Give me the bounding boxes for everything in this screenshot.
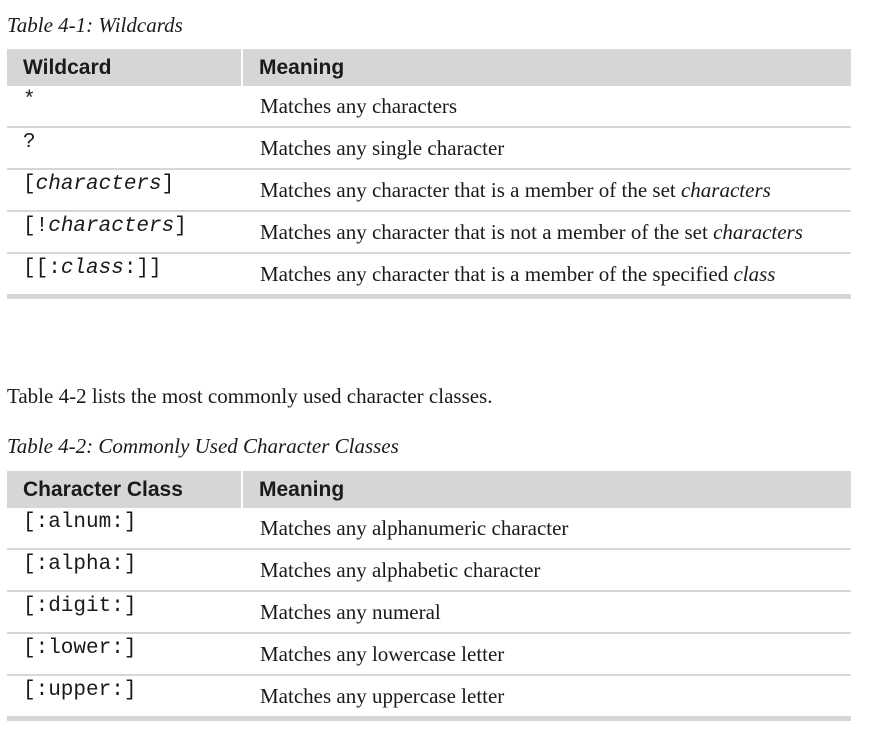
meaning-cell: Matches any characters xyxy=(242,86,851,128)
character-class-cell: [:digit:] xyxy=(7,591,242,634)
column-header-meaning: Meaning xyxy=(241,471,851,508)
meaning-cell: Matches any lowercase letter xyxy=(242,633,851,676)
character-classes-table: Character Class Meaning [:alnum:] Matche… xyxy=(7,471,851,721)
table-header-row: Character Class Meaning xyxy=(7,471,851,508)
wildcard-cell: [characters] xyxy=(7,169,242,212)
meaning-italic-text: class xyxy=(733,262,776,286)
column-header-wildcard: Wildcard xyxy=(7,49,242,86)
wildcard-italic-text: characters xyxy=(48,215,175,238)
table-row: * Matches any characters xyxy=(7,86,851,128)
wildcard-cell: [[:class:]] xyxy=(7,253,242,299)
meaning-text: Matches any character that is a member o… xyxy=(260,178,681,202)
wildcard-text: [[: xyxy=(23,257,61,280)
meaning-italic-text: characters xyxy=(680,178,771,202)
table-row: [characters] Matches any character that … xyxy=(7,169,851,212)
table-row: [:upper:] Matches any uppercase letter xyxy=(7,675,851,721)
column-header-meaning: Meaning xyxy=(241,49,851,86)
wildcard-text: [ xyxy=(23,173,36,196)
wildcard-text: ] xyxy=(174,215,187,238)
table-row: [:lower:] Matches any lowercase letter xyxy=(7,633,851,676)
table-row: [[:class:]] Matches any character that i… xyxy=(7,253,851,299)
wildcard-text: ? xyxy=(23,131,36,154)
table-row: [:alnum:] Matches any alphanumeric chara… xyxy=(7,508,851,550)
meaning-cell: Matches any character that is not a memb… xyxy=(242,211,851,254)
meaning-text: Matches any single character xyxy=(260,136,505,160)
wildcards-table: Wildcard Meaning * Matches any character… xyxy=(7,49,851,299)
wildcard-italic-text: class xyxy=(60,257,124,280)
wildcard-text: [! xyxy=(23,215,49,238)
wildcard-text: * xyxy=(23,89,36,112)
meaning-cell: Matches any alphabetic character xyxy=(242,549,851,592)
meaning-text: Matches any character that is not a memb… xyxy=(260,220,714,244)
wildcard-cell: [!characters] xyxy=(7,211,242,254)
character-class-cell: [:alnum:] xyxy=(7,508,242,550)
body-paragraph: Table 4-2 lists the most commonly used c… xyxy=(7,384,493,408)
meaning-italic-text: characters xyxy=(713,220,803,244)
meaning-cell: Matches any alphanumeric character xyxy=(242,508,851,550)
character-class-cell: [:lower:] xyxy=(7,633,242,676)
wildcard-cell: ? xyxy=(7,127,242,170)
wildcard-italic-text: characters xyxy=(35,173,162,196)
meaning-cell: Matches any uppercase letter xyxy=(242,675,851,721)
character-class-cell: [:upper:] xyxy=(7,675,242,721)
meaning-text: Matches any character that is a member o… xyxy=(260,262,734,286)
table-row: ? Matches any single character xyxy=(7,127,851,170)
meaning-cell: Matches any character that is a member o… xyxy=(242,169,851,212)
meaning-cell: Matches any numeral xyxy=(242,591,851,634)
table-row: [:digit:] Matches any numeral xyxy=(7,591,851,634)
character-class-cell: [:alpha:] xyxy=(7,549,242,592)
column-header-character-class: Character Class xyxy=(7,471,242,508)
meaning-cell: Matches any character that is a member o… xyxy=(242,253,851,299)
table-caption: Table 4-2: Commonly Used Character Class… xyxy=(7,434,399,458)
table-caption: Table 4-1: Wildcards xyxy=(7,13,183,37)
wildcard-text: ] xyxy=(161,173,175,196)
table-row: [!characters] Matches any character that… xyxy=(7,211,851,254)
table-header-row: Wildcard Meaning xyxy=(7,49,851,86)
meaning-cell: Matches any single character xyxy=(242,127,851,170)
wildcard-cell: * xyxy=(7,86,242,128)
table-row: [:alpha:] Matches any alphabetic charact… xyxy=(7,549,851,592)
wildcard-text: :]] xyxy=(123,257,162,280)
meaning-text: Matches any characters xyxy=(260,94,458,118)
